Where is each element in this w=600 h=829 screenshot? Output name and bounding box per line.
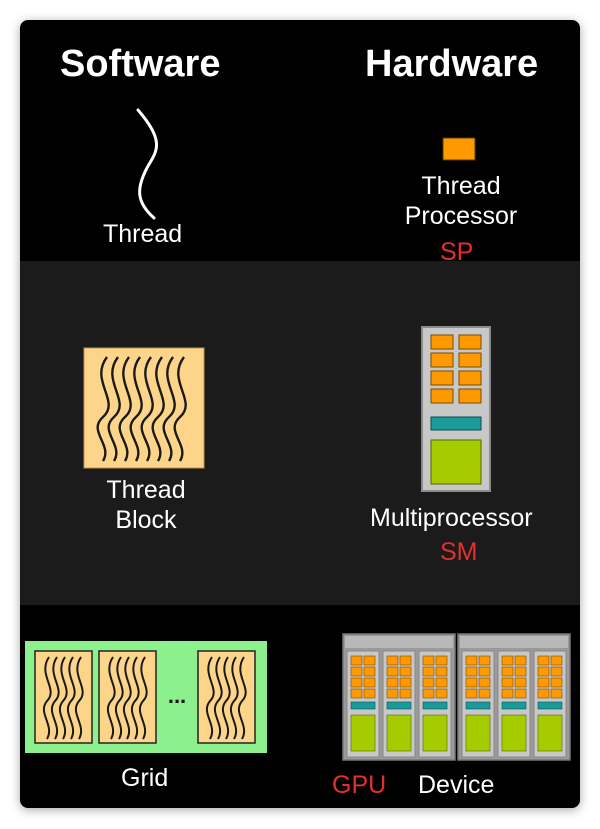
thread-block-label: Thread Block — [94, 476, 198, 535]
thread-processor-icon — [442, 137, 476, 161]
device-label: Device — [418, 771, 495, 799]
thread-processor-label: Thread Processor — [396, 172, 526, 231]
grid-ellipsis: ... — [168, 683, 186, 708]
sm-label: SM — [440, 538, 478, 566]
hardware-header: Hardware — [365, 43, 539, 85]
thread-block-icon — [83, 347, 205, 469]
multiprocessor-label: Multiprocessor — [370, 504, 533, 532]
sp-label: SP — [440, 238, 474, 266]
grid-block-3 — [197, 650, 256, 744]
grid-label: Grid — [121, 764, 169, 792]
thread-processor-label-line-2: Processor — [404, 201, 518, 230]
grid-block-2 — [98, 650, 157, 744]
software-header: Software — [60, 43, 221, 85]
grid-icon: ... — [25, 641, 267, 753]
grid-block-1 — [34, 650, 93, 744]
thread-processor-label-line-1: Thread — [421, 172, 501, 200]
thread-block-label-line-2: Block — [115, 505, 177, 534]
thread-block-label-line-1: Thread — [106, 476, 186, 504]
diagram-panel: Software Hardware Thread Thread Processo… — [20, 20, 580, 808]
thread-label: Thread — [103, 220, 183, 248]
multiprocessor-icon — [421, 326, 491, 492]
gpu-device-icon — [342, 633, 571, 761]
thread-wave-icon — [136, 108, 159, 220]
gpu-label: GPU — [332, 771, 387, 799]
